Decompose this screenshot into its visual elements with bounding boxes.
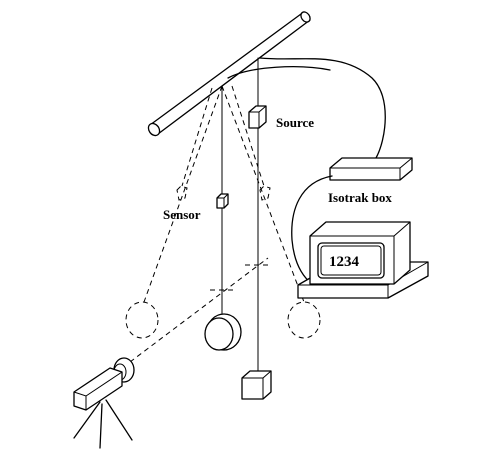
- computer-monitor: [297, 221, 429, 299]
- sensor-cube: [216, 193, 229, 209]
- camera-sight-line: [129, 257, 269, 363]
- source-cable: [259, 57, 386, 159]
- swing-left-sensor: [176, 185, 188, 201]
- pendulum-bob: [204, 313, 242, 351]
- swing-right-sensor: [259, 185, 271, 201]
- support-rod: [147, 11, 311, 137]
- isotrak-box-label: Isotrak box: [328, 190, 392, 205]
- swing-left-string: [143, 85, 223, 303]
- swing-right-string: [221, 85, 305, 303]
- weight-cube: [241, 370, 272, 400]
- source-label: Source: [276, 115, 314, 130]
- video-camera: [73, 357, 135, 411]
- sensor-label: Sensor: [163, 207, 201, 222]
- swing-right-bob: [287, 301, 321, 339]
- isotrak-box: [329, 157, 413, 181]
- camera-tripod: [73, 399, 133, 449]
- rod-cable: [227, 66, 331, 79]
- monitor-readout: 1234: [329, 254, 360, 270]
- isotrak-cable: [291, 175, 333, 285]
- source-cube: [248, 105, 267, 129]
- swing-left-bob: [125, 301, 159, 339]
